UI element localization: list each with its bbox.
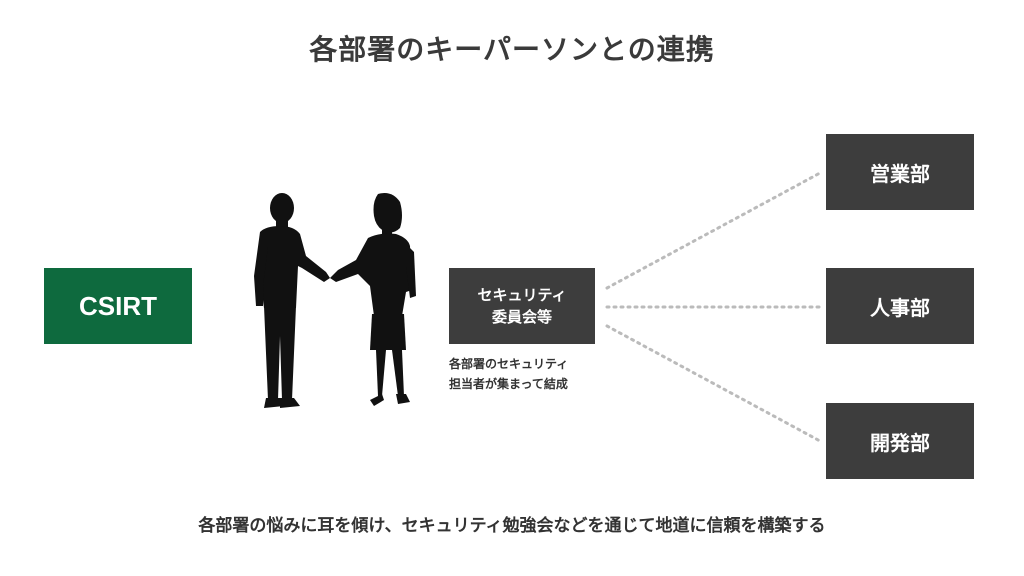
connector-line-dev	[605, 324, 822, 443]
committee-label-line2: 委員会等	[491, 308, 552, 326]
department-label: 開発部	[870, 430, 930, 455]
csirt-box: CSIRT	[44, 268, 192, 344]
committee-box: セキュリティ 委員会等	[449, 268, 595, 344]
caption: 各部署の悩みに耳を傾け、セキュリティ勉強会などを通じて地道に信頼を構築する	[198, 516, 826, 536]
department-box-sales: 営業部	[826, 134, 974, 210]
department-box-hr: 人事部	[826, 268, 974, 344]
committee-note: 各部署のセキュリティ 担当者が集まって結成	[449, 354, 629, 394]
csirt-label: CSIRT	[79, 290, 157, 321]
committee-note-line1: 各部署のセキュリティ	[449, 357, 569, 371]
handshake-silhouette-icon	[254, 193, 416, 408]
department-box-development: 開発部	[826, 403, 974, 479]
connector-line-sales	[605, 171, 822, 290]
department-label: 人事部	[870, 295, 930, 320]
committee-note-line2: 担当者が集まって結成	[449, 377, 568, 391]
committee-label-line1: セキュリティ	[477, 286, 567, 304]
page-title: 各部署のキーパーソンとの連携	[309, 33, 715, 66]
department-label: 営業部	[870, 161, 930, 186]
